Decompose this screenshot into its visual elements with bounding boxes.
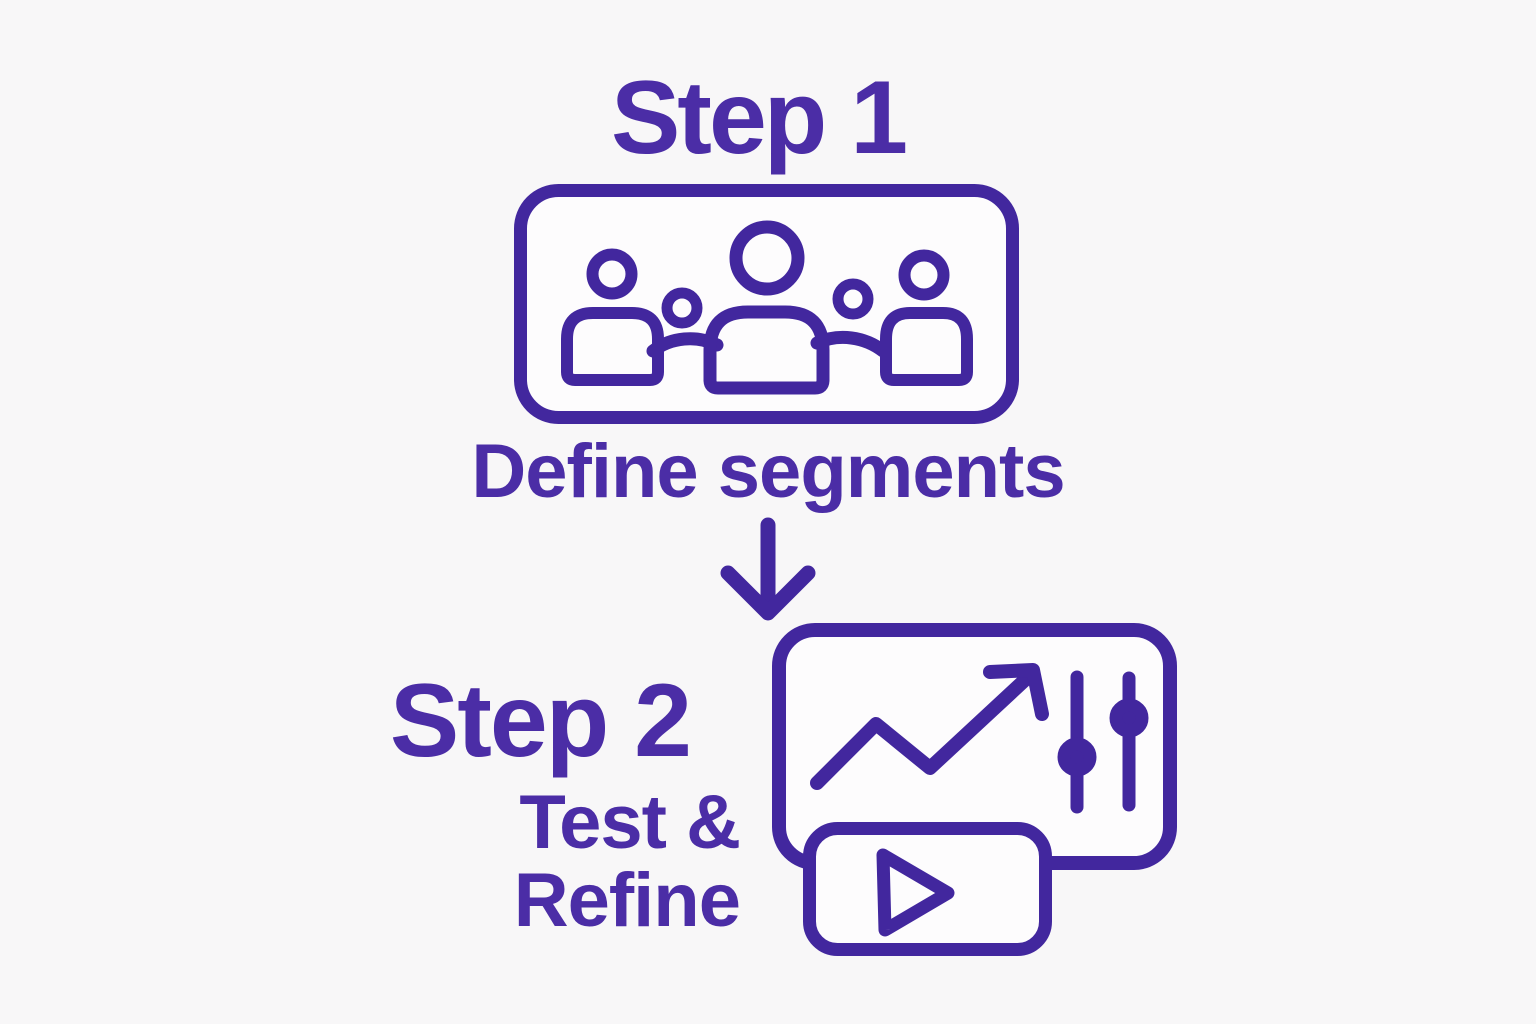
trend-arrowhead-icon (983, 663, 1049, 721)
audience-segments-icon (514, 184, 1019, 424)
step1-title: Step 1 (610, 60, 908, 176)
trend-line-icon (810, 671, 1034, 790)
step2-caption-line1: Test & (519, 780, 741, 865)
step2-caption: Test & Refine (300, 780, 741, 943)
step2-caption-line2: Refine (513, 858, 741, 943)
arrow-down-icon (720, 517, 816, 621)
test-refine-icon (772, 623, 1177, 956)
person-left-body (561, 307, 664, 386)
slider-left-knob (1057, 737, 1097, 777)
person-center-body (703, 305, 830, 395)
person-left-head (586, 248, 638, 300)
arrow-head (720, 565, 816, 621)
person-inner-left-head (661, 287, 703, 329)
person-center-head (729, 220, 805, 296)
step2-title: Step 2 (389, 663, 692, 779)
step1-caption: Define segments (471, 429, 1065, 514)
slider-right-knob (1109, 698, 1149, 738)
play-icon (876, 848, 955, 937)
person-right-body (880, 307, 973, 386)
person-right-head (898, 249, 950, 301)
person-inner-right-head (832, 278, 874, 320)
